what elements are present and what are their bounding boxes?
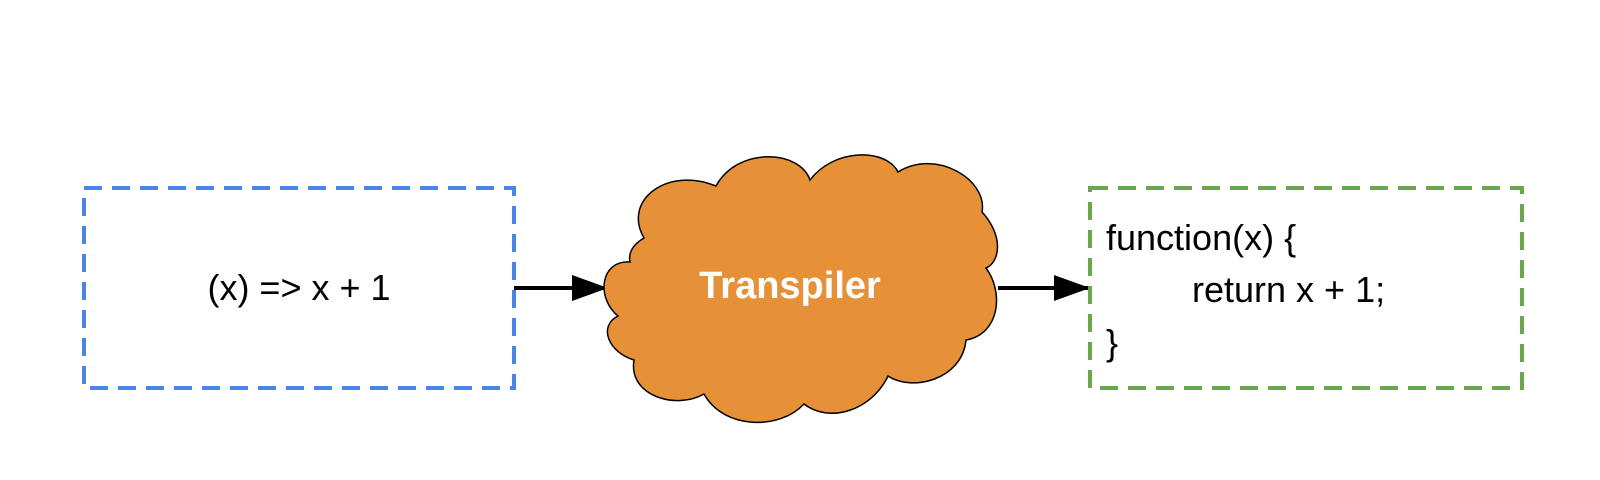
transpiler-label: Transpiler	[699, 265, 881, 307]
output-code-line-2: return x + 1;	[1192, 269, 1385, 310]
transpiler-node: Transpiler	[603, 154, 999, 423]
input-node: (x) => x + 1	[82, 186, 516, 390]
output-code-line-3: }	[1106, 322, 1118, 363]
output-code-line-1: function(x) {	[1106, 217, 1296, 258]
transpiler-cloud-shape	[603, 154, 999, 423]
input-box	[82, 186, 516, 390]
output-box	[1088, 186, 1524, 390]
output-node: function(x) { return x + 1; }	[1088, 186, 1524, 390]
input-code-text: (x) => x + 1	[207, 267, 390, 308]
